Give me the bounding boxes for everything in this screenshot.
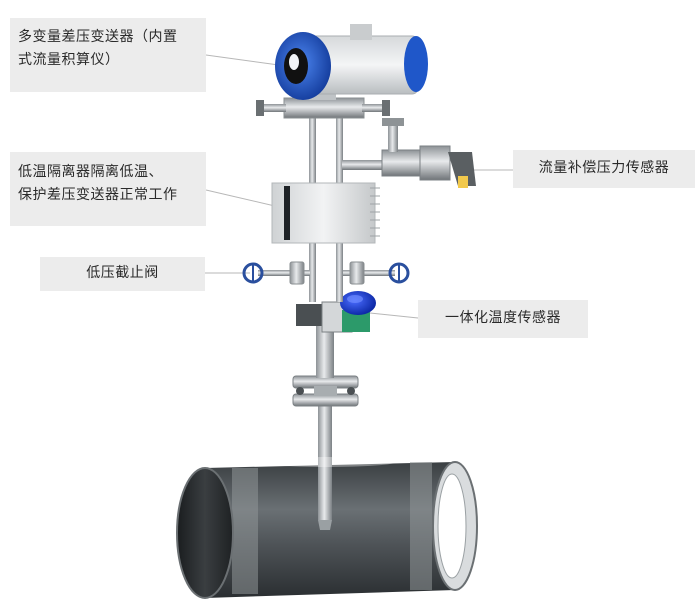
transmitter-head xyxy=(275,24,428,100)
label-valve-text: 低压截止阀 xyxy=(86,265,159,281)
label-transmitter-line1: 多变量差压变送器（内置 xyxy=(18,29,178,45)
label-temperature-sensor: 一体化温度传感器 xyxy=(418,300,588,338)
cryogenic-isolator xyxy=(271,182,380,244)
lower-stem xyxy=(316,318,334,378)
insertion-probe xyxy=(256,405,396,530)
flange xyxy=(292,375,359,407)
label-temp-text: 一体化温度传感器 xyxy=(445,310,561,326)
label-pressure-text: 流量补偿压力传感器 xyxy=(538,160,670,176)
label-flow-pressure-sensor: 流量补偿压力传感器 xyxy=(513,150,695,188)
flow-pressure-sensor xyxy=(448,152,476,188)
low-pressure-valve-left xyxy=(242,261,310,285)
transmitter-manifold xyxy=(256,90,390,119)
label-low-pressure-valve: 低压截止阀 xyxy=(40,257,205,291)
label-isolator-line1: 低温隔离器隔离低温、 xyxy=(18,164,163,180)
low-pressure-valve-right xyxy=(343,261,410,285)
pressure-compensation-line xyxy=(342,118,451,181)
label-transmitter-line2: 式流量积算仪） xyxy=(18,52,120,68)
label-cryogenic-isolator: 低温隔离器隔离低温、 保护差压变送器正常工作 xyxy=(10,152,206,226)
label-differential-pressure-transmitter: 多变量差压变送器（内置 式流量积算仪） xyxy=(10,18,206,92)
label-isolator-line2: 保护差压变送器正常工作 xyxy=(18,187,178,203)
temperature-sensor xyxy=(340,291,376,332)
